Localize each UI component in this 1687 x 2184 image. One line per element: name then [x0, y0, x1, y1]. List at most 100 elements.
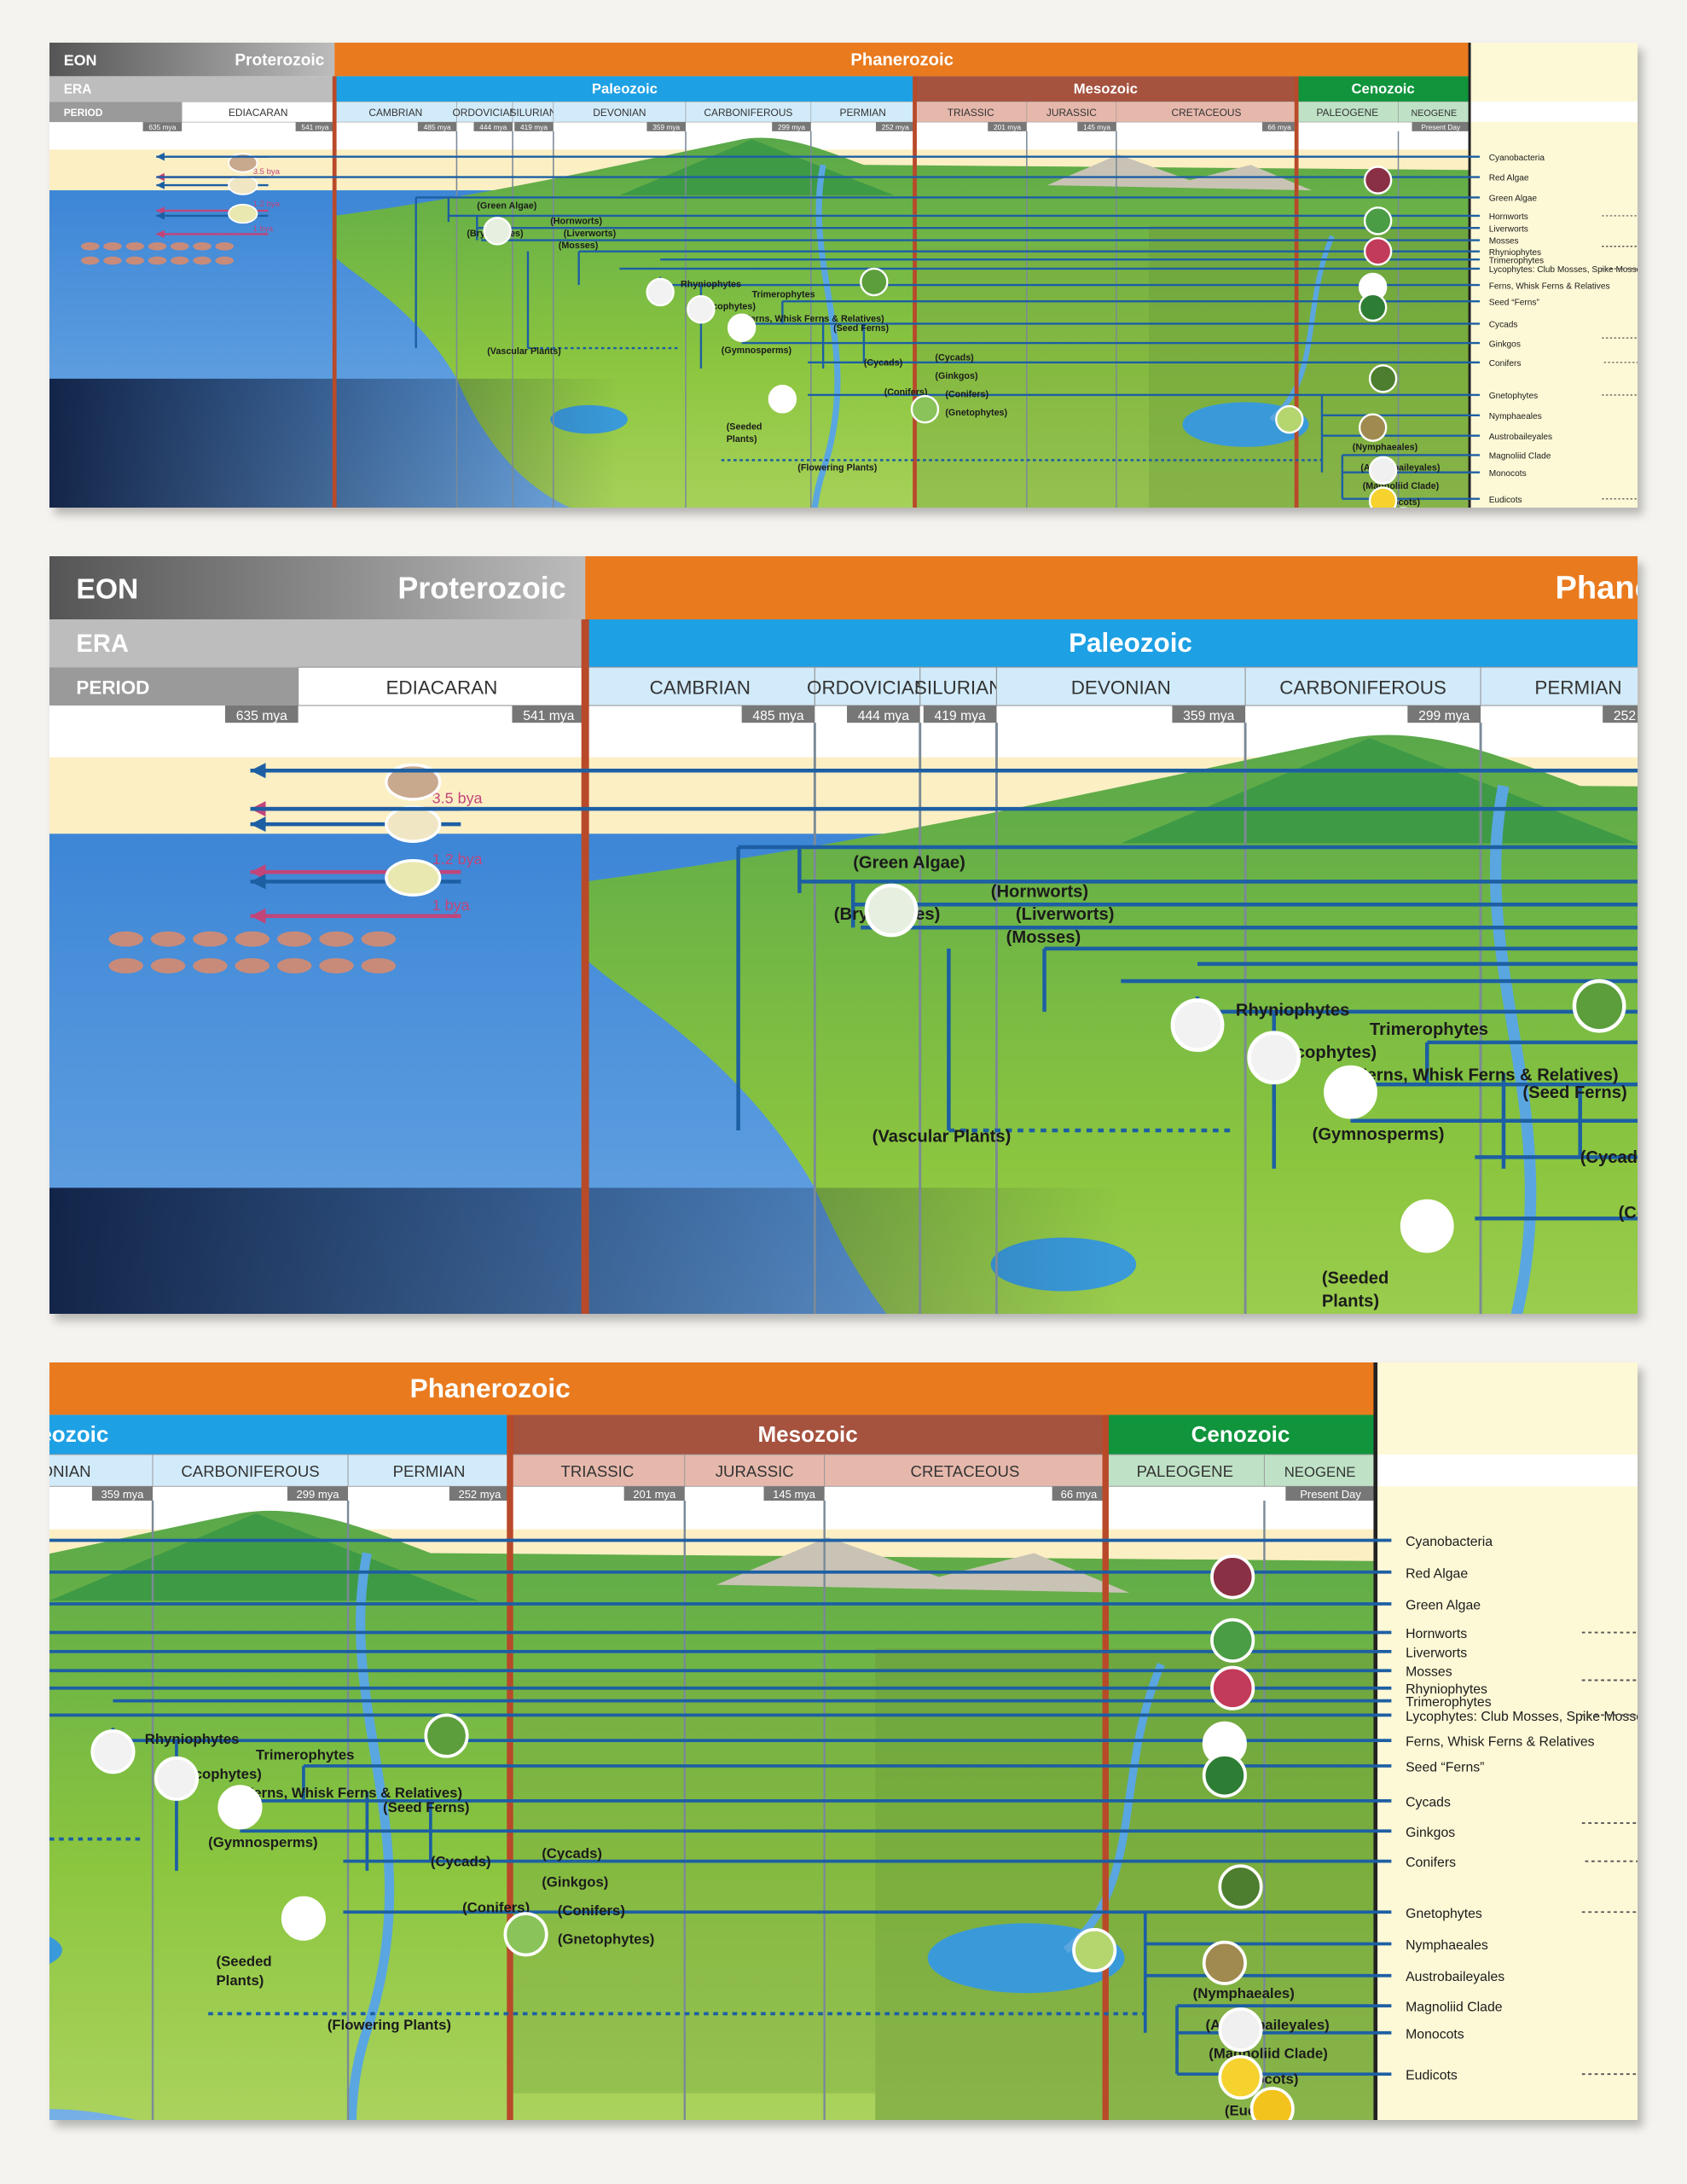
- plant-illustration: [687, 295, 716, 324]
- lineage-15: Nymphaeales: [1406, 1938, 1488, 1953]
- stromatolite: [81, 241, 100, 251]
- zoom-panel-right: EONProterozoicPhanerozoicPaleozoicMesozo…: [49, 1362, 1638, 2120]
- boundary-3: 444 mya: [479, 123, 507, 131]
- eon-proterozoic-bar: [49, 556, 586, 620]
- branch-seeded-2: Plants): [727, 434, 757, 444]
- deep-time-3-5: 3.5 bya: [253, 167, 281, 177]
- lineage-4: Liverworts: [1489, 224, 1528, 234]
- period-header-bg: [49, 667, 299, 706]
- lineage-3: Hornworts: [1406, 1627, 1467, 1641]
- eon-header: EON: [64, 51, 97, 68]
- plant-illustration: [864, 883, 919, 938]
- branch-seeded-1: (Seeded: [727, 422, 762, 433]
- lineage-11: Cycads: [1406, 1795, 1451, 1809]
- era-bar-paleozoic: [585, 619, 1638, 668]
- branch-flowering: (Flowering Plants): [797, 462, 877, 473]
- lineage-19: Eudicots: [1406, 2069, 1458, 2083]
- plant-illustration: [1218, 1864, 1263, 1909]
- era-paleozoic: Paleozoic: [1069, 628, 1192, 658]
- boundary-tag: [91, 1486, 154, 1501]
- boundary-tag: [417, 122, 457, 131]
- stromatolite: [108, 931, 143, 947]
- deep-time-1: 1 bya: [253, 224, 274, 234]
- branch-gymnosperms: (Gymnosperms): [1313, 1125, 1445, 1144]
- boundary-tag: [1172, 705, 1246, 723]
- branch-seeded-2: Plants): [1322, 1292, 1379, 1310]
- branch-ginkgos: (Ginkgos): [542, 1873, 608, 1890]
- boundary-10: 66 mya: [1061, 1488, 1098, 1501]
- plant-illustration: [1249, 2087, 1295, 2120]
- era-mesozoic: Mesozoic: [1074, 81, 1138, 97]
- plant-illustration: [1210, 1665, 1255, 1711]
- period-cambrian: CAMBRIAN: [368, 107, 422, 119]
- stromatolite: [148, 241, 167, 251]
- branch-seeded-1: (Seeded: [217, 1954, 272, 1970]
- boundary-tag: [1285, 1486, 1376, 1501]
- period-cell: [995, 666, 1246, 706]
- era-paleozoic: Paleozoic: [49, 1421, 108, 1447]
- mountain-range: [1046, 154, 1313, 191]
- plant-illustration: [1202, 1753, 1247, 1798]
- branch-cycads-node: (Cycads): [1580, 1148, 1638, 1167]
- period-cell: [584, 666, 815, 706]
- period-cell: [919, 666, 998, 706]
- stromatolite: [171, 241, 189, 251]
- stromatolite: [235, 958, 270, 974]
- boundary-11: Present Day: [1421, 123, 1461, 131]
- eon-proterozoic: Proterozoic: [397, 571, 565, 605]
- lineage-16: Austrobaileyales: [1489, 433, 1552, 442]
- boundary-tag: [1052, 1486, 1106, 1501]
- plant-illustration: [281, 1896, 326, 1941]
- lineage-12: Ginkgos: [1489, 340, 1521, 349]
- lineage-10: Seed “Ferns”: [1406, 1760, 1484, 1774]
- plant-illustration: [1210, 1554, 1255, 1600]
- boundary-6: 299 mya: [778, 123, 805, 131]
- period-ediacaran: EDIACARAN: [229, 107, 288, 119]
- stromatolite: [103, 241, 122, 251]
- boundary-tag: [923, 705, 997, 723]
- period-devonian: DEVONIAN: [49, 1462, 91, 1480]
- plant-illustration: [503, 1912, 548, 1957]
- lineage-2: Green Algae: [1406, 1599, 1481, 1613]
- lineage-1: Red Algae: [1489, 174, 1529, 183]
- period-cell: [347, 1454, 511, 1487]
- group-bracket: [1602, 337, 1638, 363]
- stromatolite: [215, 256, 235, 265]
- boundary-7: 252 mya: [882, 123, 909, 131]
- stromatolite: [108, 958, 143, 974]
- branch-trimerophytes: Trimerophytes: [256, 1747, 354, 1763]
- arrowhead: [250, 864, 266, 880]
- eon-phanerozoic-bar: [49, 1362, 1376, 1415]
- branch-trimerophytes: Trimerophytes: [752, 289, 815, 299]
- lineage-7: Trimerophytes: [1489, 256, 1544, 265]
- mountain: [619, 139, 895, 196]
- era-paleozoic: Paleozoic: [592, 81, 658, 97]
- lineage-3: Hornworts: [1489, 212, 1528, 222]
- boundary-tag: [1412, 122, 1470, 131]
- zoom-panel-left: EONProterozoicPhanerozoicPaleozoicMesozo…: [49, 556, 1638, 1314]
- stromatolite: [215, 241, 235, 251]
- lineage-9: Ferns, Whisk Ferns & Relatives: [1489, 282, 1610, 291]
- boundary-8: 201 mya: [633, 1488, 676, 1501]
- plant-illustration: [727, 313, 757, 342]
- boundary-2: 485 mya: [752, 709, 803, 723]
- period-cretaceous: CRETACEOUS: [1172, 107, 1242, 119]
- plant-illustration: [1218, 2054, 1263, 2100]
- river-2: [1269, 235, 1335, 421]
- branch-ginkgos: (Ginkgos): [935, 371, 978, 381]
- boundary-tag: [1077, 122, 1116, 131]
- branch-mosses: (Mosses): [1006, 928, 1081, 947]
- early-life-illustration: [385, 805, 442, 843]
- stromatolite: [319, 958, 354, 974]
- branch-seeded-2: Plants): [217, 1972, 264, 1989]
- forest-2: [509, 1680, 876, 2094]
- period-silurian: SILURIAN: [914, 677, 1002, 699]
- lineage-13: Conifers: [1489, 359, 1522, 369]
- group-bracket: [1602, 394, 1638, 500]
- early-life-illustration: [228, 203, 258, 224]
- boundary-4: 419 mya: [520, 123, 548, 131]
- branch-mosses: (Mosses): [559, 241, 599, 251]
- lineage-16: Austrobaileyales: [1406, 1970, 1504, 1984]
- branch-nymphaeales: (Nymphaeales): [1193, 1985, 1295, 2001]
